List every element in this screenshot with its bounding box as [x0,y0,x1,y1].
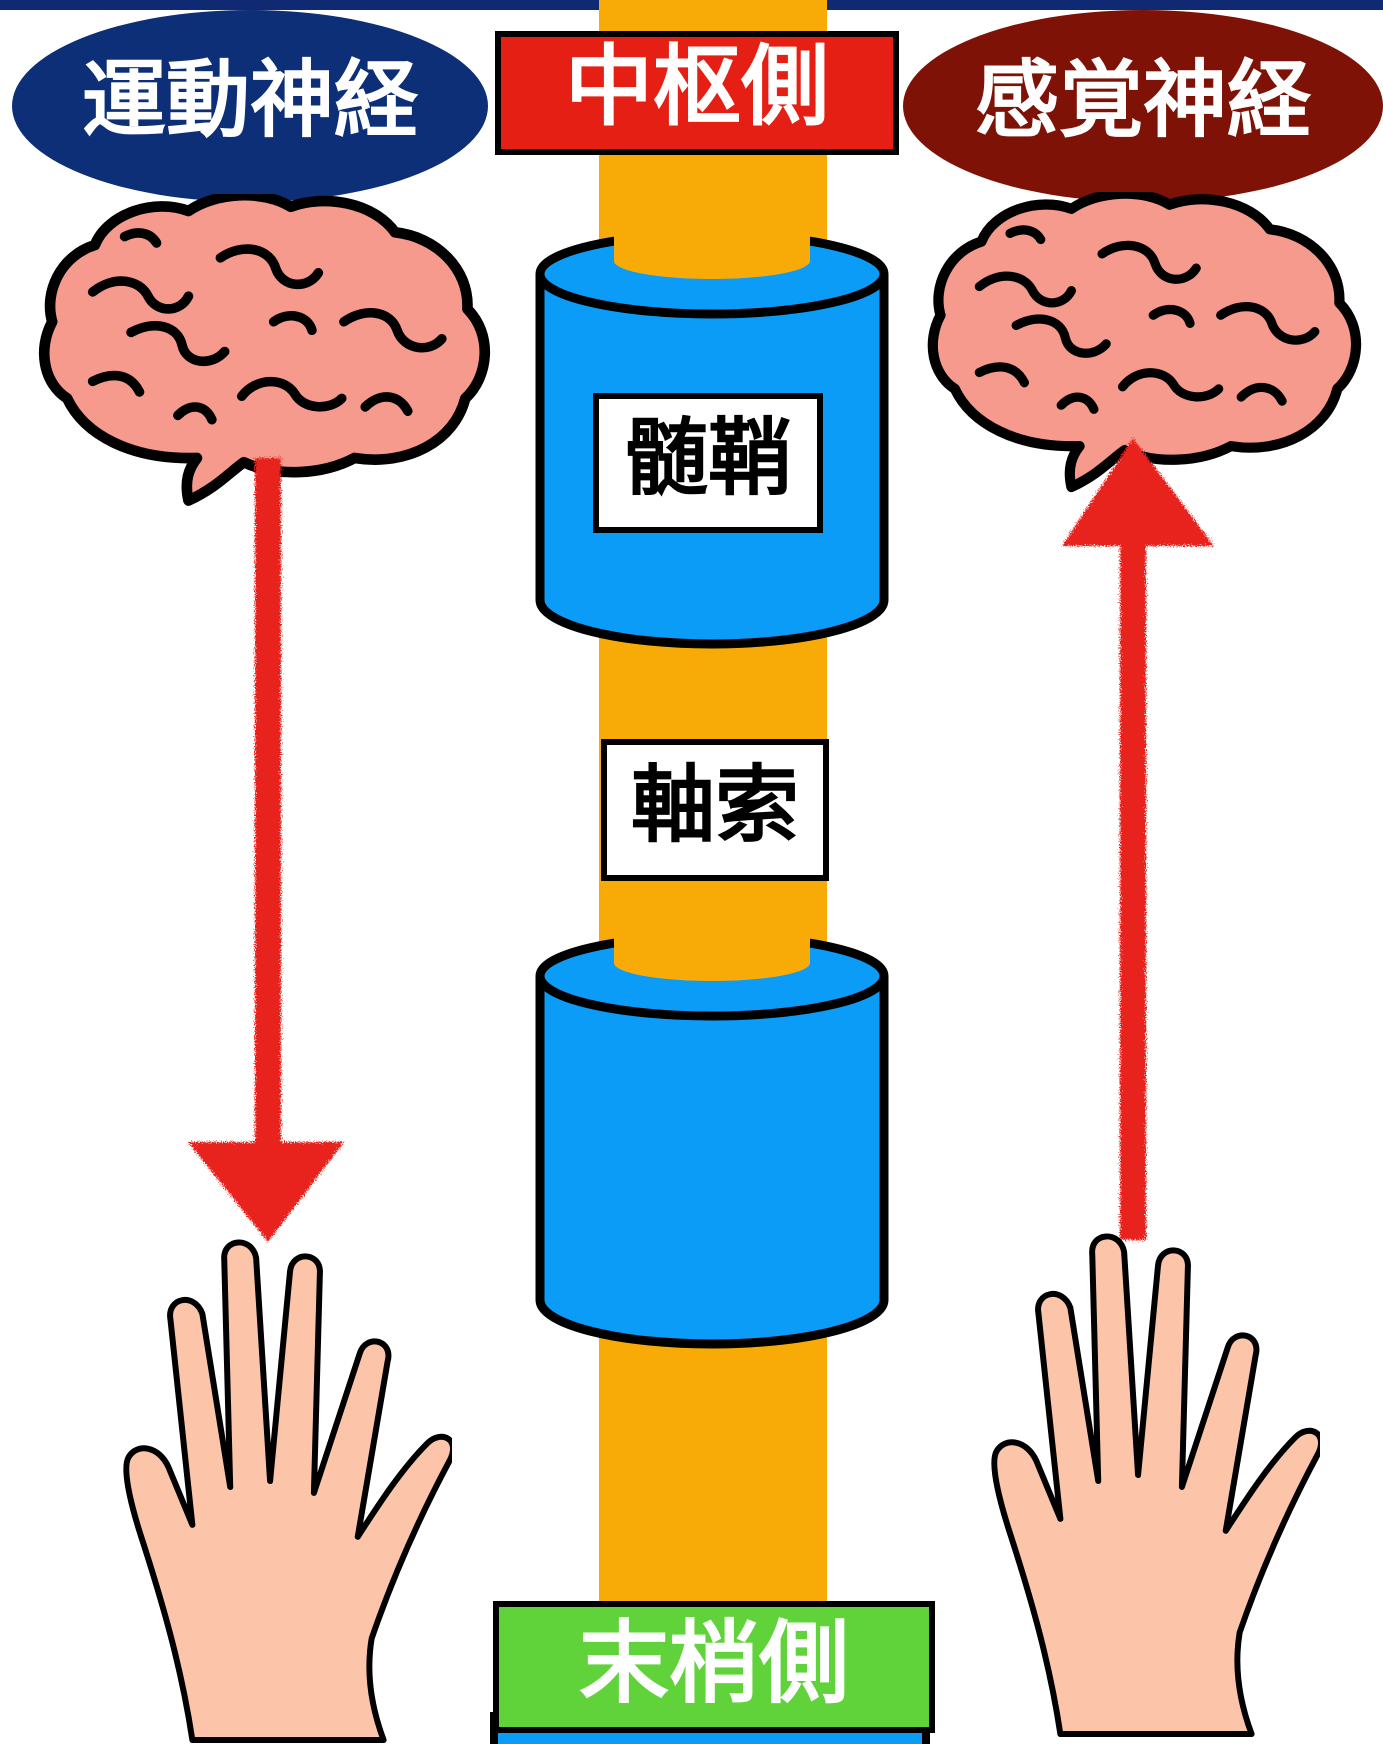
sensory-arrow-up-icon [1062,438,1214,1240]
axon-label: 軸索 [604,742,826,878]
brain-icon [933,194,1356,487]
motor-arrow-down-icon [188,458,344,1242]
axon-text: 軸索 [631,756,799,854]
motor-nerve-text: 運動神経 [82,51,419,149]
peripheral-side-text: 末梢側 [579,1611,849,1716]
brain-icon [44,195,485,500]
sensory-nerve-label: 感覚神経 [903,10,1383,202]
central-side-text: 中枢側 [565,35,829,138]
myelin-text: 髄鞘 [624,409,792,507]
peripheral-side-label: 末梢側 [496,1604,932,1730]
central-side-label: 中枢側 [498,34,896,152]
motor-nerve-label: 運動神経 [12,10,488,202]
hand-icon [994,1236,1321,1734]
sensory-nerve-text: 感覚神経 [975,51,1312,149]
hand-icon [126,1242,453,1740]
myelin-label: 髄鞘 [596,396,820,530]
